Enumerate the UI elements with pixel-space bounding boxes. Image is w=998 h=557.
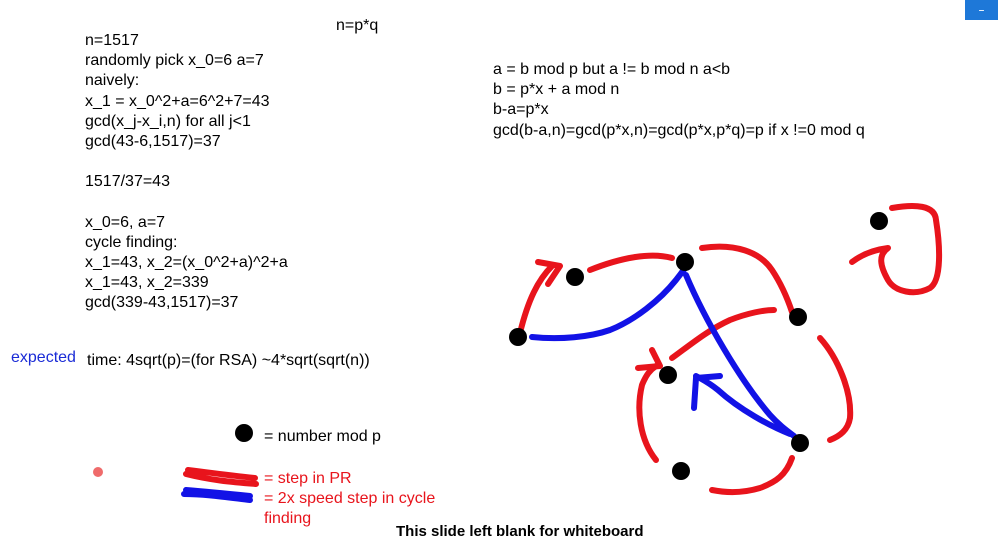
number-mod-p-node bbox=[789, 308, 807, 326]
number-mod-p-node bbox=[509, 328, 527, 346]
note-line: x_1=43, x_2=339 bbox=[85, 274, 209, 292]
note-line: b-a=p*x bbox=[493, 101, 549, 119]
note-line: gcd(b-a,n)=gcd(p*x,n)=gcd(p*x,p*q)=p if … bbox=[493, 121, 865, 139]
expected-time-text: time: 4sqrt(p)=(for RSA) ~4*sqrt(sqrt(n)… bbox=[87, 352, 370, 369]
number-mod-p-node bbox=[870, 212, 888, 230]
note-line: randomly pick x_0=6 a=7 bbox=[85, 52, 264, 70]
minimize-button[interactable]: – bbox=[965, 0, 998, 20]
note-line: gcd(43-6,1517)=37 bbox=[85, 132, 221, 150]
note-line: 1517/37=43 bbox=[85, 173, 170, 191]
pr-step-stroke bbox=[636, 363, 659, 463]
number-mod-p-node bbox=[672, 462, 690, 480]
note-line: x_1 = x_0^2+a=6^2+7=43 bbox=[85, 92, 270, 110]
note-line: cycle finding: bbox=[85, 233, 178, 251]
legend-dot-swatch bbox=[235, 424, 253, 442]
note-line bbox=[85, 193, 288, 213]
number-mod-p-node bbox=[676, 253, 694, 271]
legend-blue-label: = 2x speed step in cycle bbox=[264, 490, 436, 507]
pr-step-arrowhead bbox=[535, 259, 563, 287]
pr-step-arrowhead bbox=[635, 347, 663, 371]
note-line: x_1=43, x_2=(x_0^2+a)^2+a bbox=[85, 254, 288, 272]
number-mod-p-node bbox=[791, 434, 809, 452]
cycle-step-arrowhead bbox=[691, 373, 723, 411]
notes-right: a = b mod p but a != b mod n a<b b = p*x … bbox=[493, 60, 865, 141]
laser-pointer-dot bbox=[93, 467, 103, 477]
note-line: naively: bbox=[85, 72, 140, 90]
note-line: n=1517 bbox=[85, 32, 139, 49]
cycle-step-stroke bbox=[683, 272, 797, 439]
expected-label: expected bbox=[11, 349, 76, 366]
note-line: b = p*x + a mod n bbox=[493, 81, 620, 99]
notes-left: n=1517 randomly pick x_0=6 a=7 naively: x_1… bbox=[85, 31, 288, 314]
number-mod-p-node bbox=[566, 268, 584, 286]
formula-n-equals-pq: n=p*q bbox=[336, 17, 379, 34]
cycle-step-stroke bbox=[529, 259, 691, 342]
pr-step-loop bbox=[849, 203, 943, 296]
legend-red-swatch bbox=[183, 467, 259, 487]
legend-dot-label: = number mod p bbox=[264, 428, 381, 445]
note-line: gcd(339-43,1517)=37 bbox=[85, 294, 239, 312]
number-mod-p-node bbox=[659, 366, 677, 384]
note-line: gcd(x_j-x_i,n) for all j<1 bbox=[85, 112, 251, 130]
pr-step-stroke bbox=[817, 335, 854, 443]
pr-step-stroke bbox=[709, 455, 795, 495]
pr-step-stroke bbox=[669, 307, 777, 361]
pr-step-stroke bbox=[587, 252, 675, 273]
pr-step-stroke bbox=[699, 243, 795, 315]
cycle-step-stroke bbox=[693, 373, 793, 437]
note-line: x_0=6, a=7 bbox=[85, 213, 166, 231]
legend-blue-swatch bbox=[181, 487, 253, 503]
footer-caption: This slide left blank for whiteboard bbox=[396, 523, 644, 540]
note-line bbox=[85, 152, 288, 172]
pr-step-stroke bbox=[517, 263, 555, 336]
note-line: a = b mod p but a != b mod n a<b bbox=[493, 61, 731, 78]
legend-red-label: = step in PR bbox=[264, 470, 352, 487]
legend-blue-label-continued: finding bbox=[264, 510, 312, 527]
